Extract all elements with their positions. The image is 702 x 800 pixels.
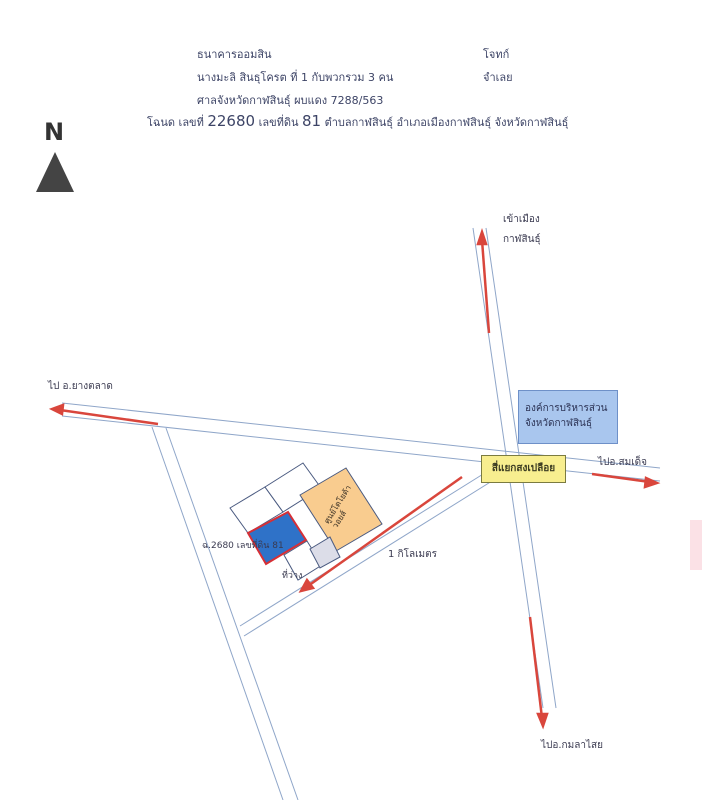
defendant-name: นางมะลิ สินธุโครต ที่ 1 กับพวกรวม 3 คน [197,71,394,84]
subject-parcel-label: ฉ.2680 เลขที่ดิน 81 [202,541,284,551]
north-letter: N [44,118,65,146]
toyota-center-lot [299,467,383,552]
deed-number: 22680 [207,112,256,130]
label-to-city-top: เข้าเมือง [503,214,540,225]
arrow-sw-head [298,577,316,593]
defendant-label: จำเลย [483,71,513,84]
label-to-city-bottom: กาฬสินธุ์ [503,234,541,245]
arrow-north-head [476,228,488,246]
road-diag-north-edge [243,475,501,637]
label-to-yang-talat: ไป อ.ยางตลาด [48,381,113,392]
junction-box: สี่แยกสงเปลือย [481,455,566,483]
scan-edge-mark [690,520,702,570]
road-sw-east-edge [165,427,299,800]
small-lot [309,536,341,569]
land-number: 81 [302,112,322,130]
arrow-south-head [536,712,549,730]
org-label-line1: องค์การบริหารส่วน [525,403,608,414]
deed-line: โฉนด เลขที่ 22680 เลขที่ดิน 81 ตำบลกาฬสิ… [147,112,569,130]
arrow-south-line [528,616,544,719]
org-building: องค์การบริหารส่วน จังหวัดกาฬสินธุ์ [518,390,618,444]
label-to-kamalasai: ไปอ.กมลาไสย [541,740,603,751]
plaintiff-name: ธนาคารออมสิน [197,48,272,61]
road-sw-west-edge [151,426,284,800]
label-to-somdet: ไปอ.สมเด็จ [598,457,648,468]
arrow-sw-line [307,475,463,588]
arrow-east-head [643,476,661,489]
arrow-west-line [59,408,159,426]
arrow-east-line [591,472,651,484]
deed-location: ตำบลกาฬสินธุ์ อำเภอเมืองกาฬสินธุ์ จังหวั… [324,116,569,129]
label-distance: 1 กิโลเมตร [388,549,437,560]
arrow-north-line [480,239,491,334]
direction-arrows [48,228,661,730]
subject-parcel [246,510,308,566]
parcels [229,462,383,581]
plaintiff-label: โจทก์ [483,48,510,61]
land-prefix: เลขที่ดิน [258,116,299,129]
org-label-line2: จังหวัดกาฬสินธุ์ [525,418,592,429]
deed-prefix: โฉนด เลขที่ [147,116,204,129]
court-case: ศาลจังหวัดกาฬสินธุ์ ผบแดง 7288/563 [197,94,384,107]
north-indicator: N [36,118,76,198]
junction-label: สี่แยกสงเปลือย [491,463,556,474]
arrow-west-head [48,403,65,416]
road-diag-south-edge [239,465,497,627]
vacant-lot-label: ที่ว่าง [282,571,303,581]
north-arrow-icon [36,152,74,192]
